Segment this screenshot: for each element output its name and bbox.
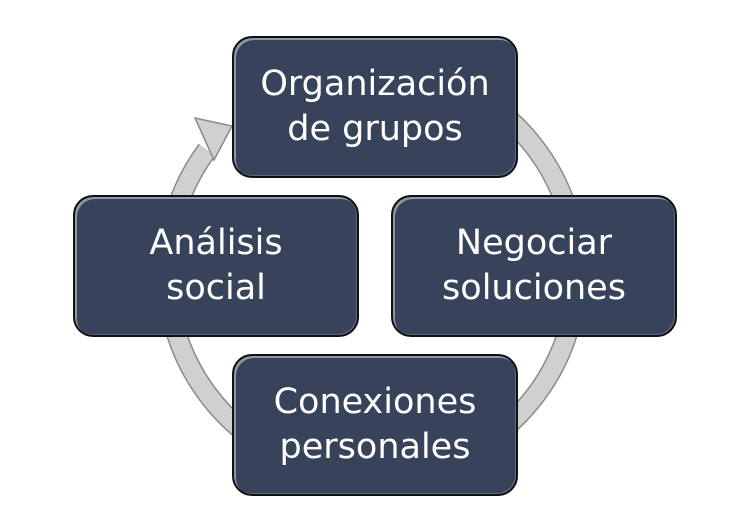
node-label: social [166, 268, 266, 308]
node-label: Negociar [455, 223, 613, 263]
node-label: personales [279, 427, 471, 467]
node-organizacion-de-grupos: Organización de grupos [232, 36, 518, 178]
node-label: Conexiones [273, 382, 477, 422]
node-label: Organización [260, 64, 490, 104]
node-negociar-soluciones: Negociar soluciones [391, 195, 677, 337]
node-label: soluciones [442, 268, 626, 308]
node-analisis-social: Análisis social [73, 195, 359, 337]
arrowhead-icon [193, 116, 234, 162]
node-label: Análisis [149, 223, 283, 263]
node-conexiones-personales: Conexiones personales [232, 354, 518, 496]
node-label: de grupos [287, 109, 463, 149]
